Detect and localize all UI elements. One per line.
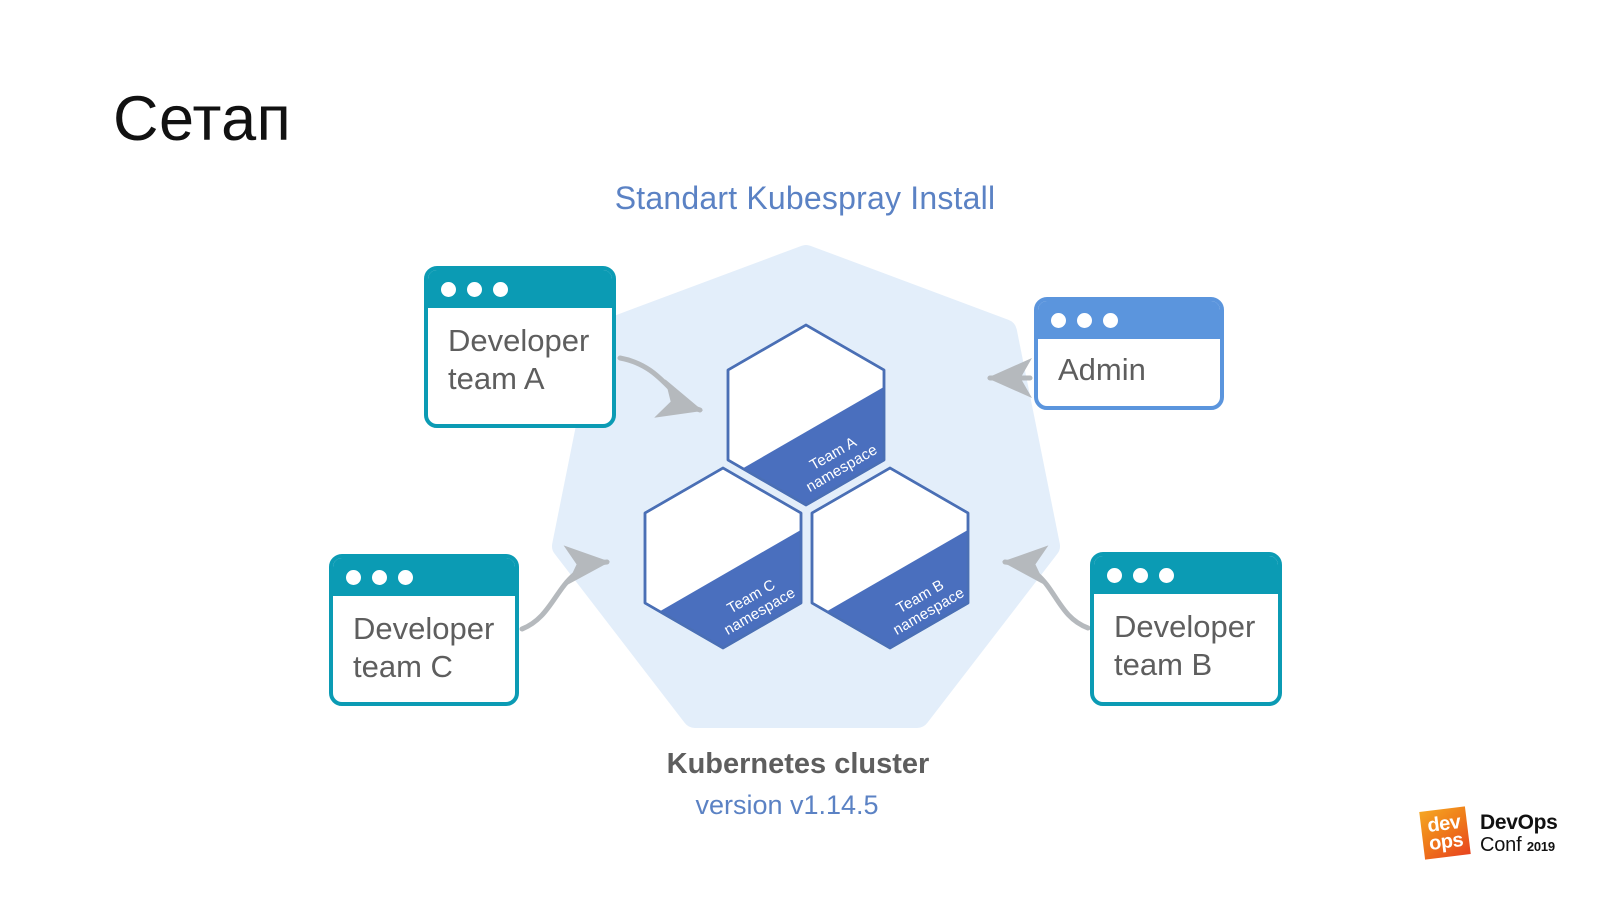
window-card-admin[interactable]: Admin [1034,297,1224,410]
window-dot-icon [1077,312,1092,328]
logo-text-conf: Conf 2019 [1480,835,1558,855]
logo-mark-text: dev ops [1413,801,1478,866]
window-card-developer-team-a[interactable]: Developer team A [424,266,616,428]
devops-logo-mark-icon: dev ops [1416,804,1474,862]
window-dot-icon [493,281,508,297]
page-title: Сетап [113,84,292,154]
arrow-dev-a-to-cluster [617,355,703,418]
namespace-label-team-c: Team C namespace [721,576,799,639]
window-label: Developer team A [448,323,590,396]
window-dot-icon [346,569,361,585]
window-dot-icon [1133,567,1148,583]
window-label: Developer team C [353,611,495,684]
logo-wordmark: DevOps Conf 2019 [1480,812,1558,855]
window-label: Developer team B [1114,609,1256,682]
window-dot-icon [1051,312,1066,328]
cluster-caption: Kubernetes cluster version v1.14.5 [0,748,1600,821]
logo-year: 2019 [1526,838,1555,854]
namespace-hexagon-team-a [726,323,886,507]
kubernetes-cluster-shape [552,245,1060,728]
namespace-label-team-b: Team B namespace [890,576,968,639]
window-dot-icon [1107,567,1122,583]
arrow-dev-c-to-cluster [519,545,610,632]
window-card-developer-team-b[interactable]: Developer team B [1090,552,1282,706]
namespace-hexagon-team-b [810,466,970,650]
diagram-heading-text: Standart Kubespray Install [614,180,996,216]
window-dot-icon [441,281,456,297]
window-card-developer-team-c[interactable]: Developer team C [329,554,519,706]
devops-conf-logo: dev ops DevOps Conf 2019 [1416,800,1576,866]
cluster-version-label: version v1.14.5 [695,790,879,820]
window-titlebar [333,558,515,596]
window-dot-icon [1159,567,1174,583]
window-dot-icon [372,569,387,585]
diagram-heading: Standart Kubespray Install [0,180,1600,217]
cluster-caption-title: Kubernetes cluster [666,748,930,780]
logo-conf-word: Conf [1480,833,1522,856]
window-dot-icon [398,569,413,585]
window-titlebar [1094,556,1278,594]
window-dot-icon [467,281,482,297]
window-dot-icon [1103,312,1118,328]
logo-text-devops: DevOps [1480,810,1558,834]
logo-mark-line2: ops [1427,828,1465,855]
namespace-label-team-a: Team A namespace [803,433,881,496]
namespace-hexagon-team-c [643,466,803,650]
window-titlebar [1038,301,1220,339]
window-label: Admin [1058,352,1146,387]
arrow-dev-b-to-cluster [1002,545,1091,631]
window-titlebar [428,270,612,308]
